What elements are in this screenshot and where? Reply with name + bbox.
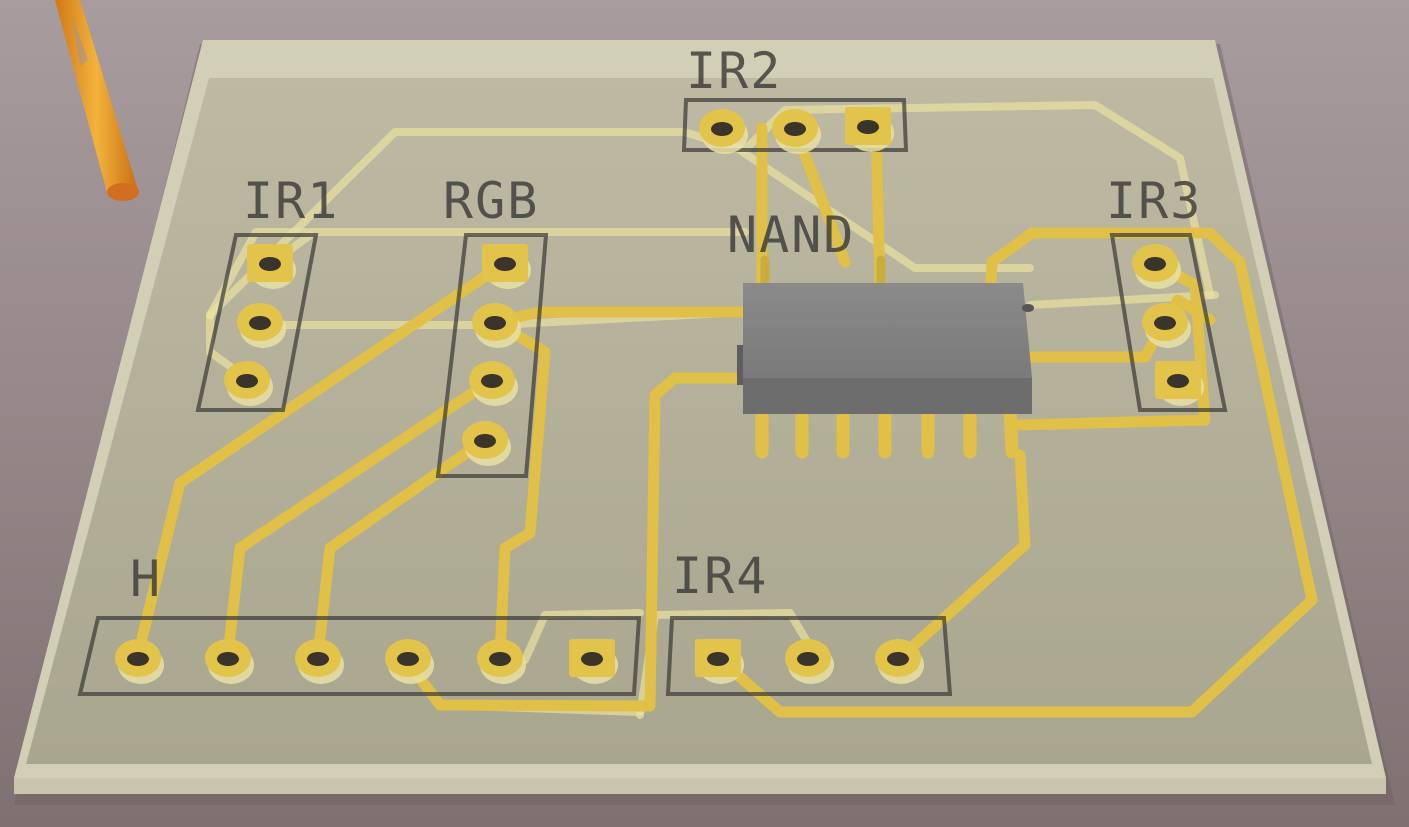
nand-chip	[737, 283, 1034, 414]
h-label: H	[130, 550, 162, 608]
ir2-pad-1	[699, 109, 748, 154]
h-pad-1	[115, 639, 164, 684]
chip-front	[743, 378, 1032, 414]
ir3-outline	[1109, 233, 1228, 412]
h-pad-6	[569, 639, 618, 684]
ir4-pad-2	[785, 639, 834, 684]
chip-pins-front	[755, 403, 1019, 459]
ir1-outline	[195, 233, 319, 412]
chip-pin1-mark	[1022, 304, 1034, 312]
rgb-pad-3	[469, 361, 518, 406]
ir2-pad-2	[772, 109, 821, 154]
h-outline	[77, 616, 642, 696]
chip-pins-back	[760, 255, 886, 291]
trace-h4-ir4	[399, 372, 751, 712]
trace-ir3-loop	[712, 227, 1318, 718]
ir2-label: IR2	[686, 42, 782, 100]
ir1-label: IR1	[243, 172, 339, 230]
h-pad-2	[205, 639, 254, 684]
board-surface	[26, 78, 1372, 764]
chip-notch	[737, 345, 747, 385]
h-pad-5	[477, 639, 526, 684]
trace-chip-ir4	[894, 449, 1031, 664]
ir3-pad-1	[1132, 244, 1181, 289]
ir1-pad-1	[247, 244, 296, 289]
nand-label: NAND	[727, 206, 855, 264]
h-pad-3	[295, 639, 344, 684]
probe-icon	[55, 0, 139, 201]
rgb-pad-2	[472, 303, 521, 348]
h-pad-4	[385, 639, 434, 684]
ir3-label: IR3	[1106, 172, 1202, 230]
rgb-outline	[435, 233, 549, 478]
ir2-pad-3	[845, 107, 894, 152]
silkscreen	[77, 98, 1228, 696]
board-side	[14, 778, 1386, 794]
ir4-pad-1	[695, 639, 744, 684]
ir4-outline	[665, 616, 953, 696]
ir3-pad-2	[1142, 303, 1191, 348]
rgb-pad-4	[462, 421, 511, 466]
chip-top	[743, 283, 1032, 378]
trace-rgb2-h5	[489, 316, 551, 661]
trace-rgb1-h1	[132, 257, 511, 661]
ir2-outline	[681, 98, 909, 152]
ir3-pad-3	[1155, 361, 1204, 406]
through-hole-pads	[115, 107, 1204, 684]
ir1-pad-2	[237, 303, 286, 348]
ir1-pad-3	[224, 361, 273, 406]
rgb-label: RGB	[443, 172, 539, 230]
ir4-pad-3	[875, 639, 924, 684]
silkscreen-labels: IR1 RGB IR2 IR3 NAND H IR4	[130, 42, 1202, 608]
ir4-label: IR4	[672, 547, 768, 605]
rgb-pad-1	[482, 244, 531, 289]
